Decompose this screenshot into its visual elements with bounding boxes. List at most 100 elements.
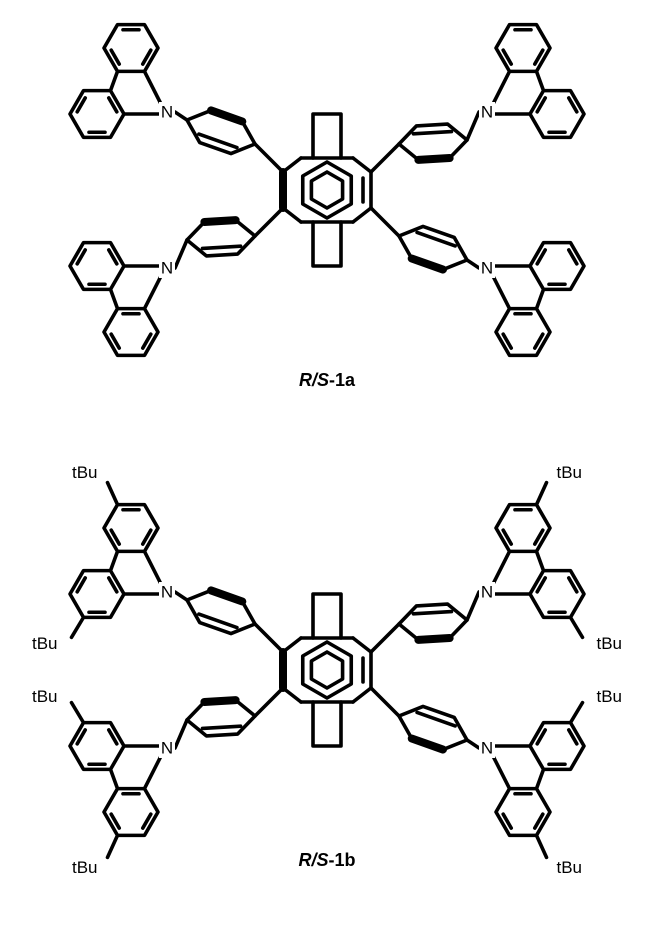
- double-bond: [75, 576, 88, 594]
- ring-outline: [528, 240, 586, 292]
- nitrogen-atom-label: N: [481, 103, 493, 122]
- biaryl-bond: [534, 69, 546, 93]
- caption-compound-number: -1b: [329, 850, 356, 870]
- aryl-n-bond: [173, 718, 189, 750]
- double-bond: [501, 48, 514, 66]
- double-bond: [197, 132, 239, 150]
- phenylene-linker: [185, 696, 257, 738]
- nitrogen-atom-label: N: [481, 739, 493, 758]
- c-n-bond: [491, 549, 512, 586]
- carbazole-benzo-ring: [102, 306, 160, 358]
- tbu-label: tBu: [557, 463, 583, 482]
- double-bond: [535, 728, 548, 746]
- double-bond: [532, 48, 545, 66]
- carbazole-benzo-ring: [68, 568, 126, 620]
- aryl-n-bond: [465, 590, 481, 622]
- ring-outline: [68, 720, 126, 772]
- label-mask: [479, 258, 495, 278]
- double-bond: [106, 96, 119, 114]
- c-n-bond: [142, 754, 163, 791]
- carbazole-benzo-ring: [102, 786, 160, 838]
- double-bond: [140, 48, 153, 66]
- compound-caption: R/S-1b: [298, 850, 355, 870]
- label-mask: [479, 102, 495, 122]
- ethano-bridge: [311, 700, 343, 748]
- ring-outline: [528, 720, 586, 772]
- back-benzene-ring: [300, 640, 354, 700]
- double-bond: [566, 728, 579, 746]
- core-aryl-bond: [253, 142, 285, 174]
- double-bond: [109, 48, 122, 66]
- c-n-bond: [142, 274, 163, 311]
- carbazole-benzo-ring: [528, 568, 586, 620]
- ring-outline: [494, 786, 552, 838]
- tbu-bond: [105, 833, 120, 860]
- carbazole-benzo-ring: [68, 88, 126, 140]
- carbazole-benzo-ring: [528, 88, 586, 140]
- phenylene-linker: [397, 122, 469, 164]
- phenylene-linker: [397, 704, 469, 754]
- front-ring-edge: [281, 156, 303, 174]
- aryl-n-bond: [173, 238, 189, 270]
- front-ring-edge: [351, 636, 373, 654]
- ring-outline: [494, 306, 552, 358]
- aryl-n-bond: [173, 590, 189, 602]
- tbu-bond: [568, 615, 585, 640]
- ring-outline: [185, 698, 257, 738]
- tbu-bond: [534, 833, 549, 860]
- c-n-bond: [142, 69, 163, 106]
- double-bond: [140, 812, 153, 830]
- biaryl-bond: [534, 767, 546, 791]
- tbu-bond: [69, 615, 86, 640]
- ring-front-edge: [200, 216, 240, 226]
- c-n-bond: [142, 549, 163, 586]
- ring-outline: [68, 88, 126, 140]
- double-bond: [109, 332, 122, 350]
- ring-outline: [102, 22, 160, 74]
- caption-stereo-prefix: R/S: [298, 850, 328, 870]
- ring-outline: [185, 218, 257, 258]
- front-ring-edge: [351, 206, 373, 224]
- double-bond: [501, 528, 514, 546]
- carbazole-unit: N: [68, 22, 175, 140]
- core-aryl-bond: [369, 142, 401, 174]
- ring-outline: [68, 240, 126, 292]
- double-bond: [411, 129, 454, 136]
- front-ring-edge: [351, 686, 373, 704]
- tbu-label: tBu: [32, 634, 58, 653]
- core-aryl-bond: [253, 622, 285, 654]
- ethano-bridge: [311, 112, 343, 160]
- double-bond: [535, 248, 548, 266]
- back-ring-inner: [309, 650, 345, 690]
- phenylene-linker: [397, 602, 469, 644]
- carbazole-unit: N: [479, 22, 586, 140]
- double-bond: [532, 812, 545, 830]
- ring-outline: [102, 502, 160, 554]
- double-bond: [197, 612, 239, 630]
- ring-outline: [68, 568, 126, 620]
- phenylene-linker: [185, 586, 257, 636]
- nitrogen-atom-label: N: [481, 583, 493, 602]
- phenylene-linker: [185, 216, 257, 258]
- double-bond: [75, 728, 88, 746]
- c-n-bond: [491, 69, 512, 106]
- paracyclophane-core: [279, 592, 373, 748]
- double-bond: [140, 528, 153, 546]
- double-bond: [75, 96, 88, 114]
- nitrogen-atom-label: N: [481, 259, 493, 278]
- tbu-label: tBu: [557, 858, 583, 877]
- core-aryl-bond: [369, 206, 401, 238]
- ring-outline: [494, 502, 552, 554]
- double-bond: [535, 576, 548, 594]
- double-bond: [535, 96, 548, 114]
- nitrogen-atom-label: N: [161, 259, 173, 278]
- ethano-bridge: [311, 592, 343, 640]
- biaryl-bond: [108, 69, 120, 93]
- tbu-bond: [568, 700, 585, 725]
- double-bond: [109, 812, 122, 830]
- front-ring-edge: [281, 206, 303, 224]
